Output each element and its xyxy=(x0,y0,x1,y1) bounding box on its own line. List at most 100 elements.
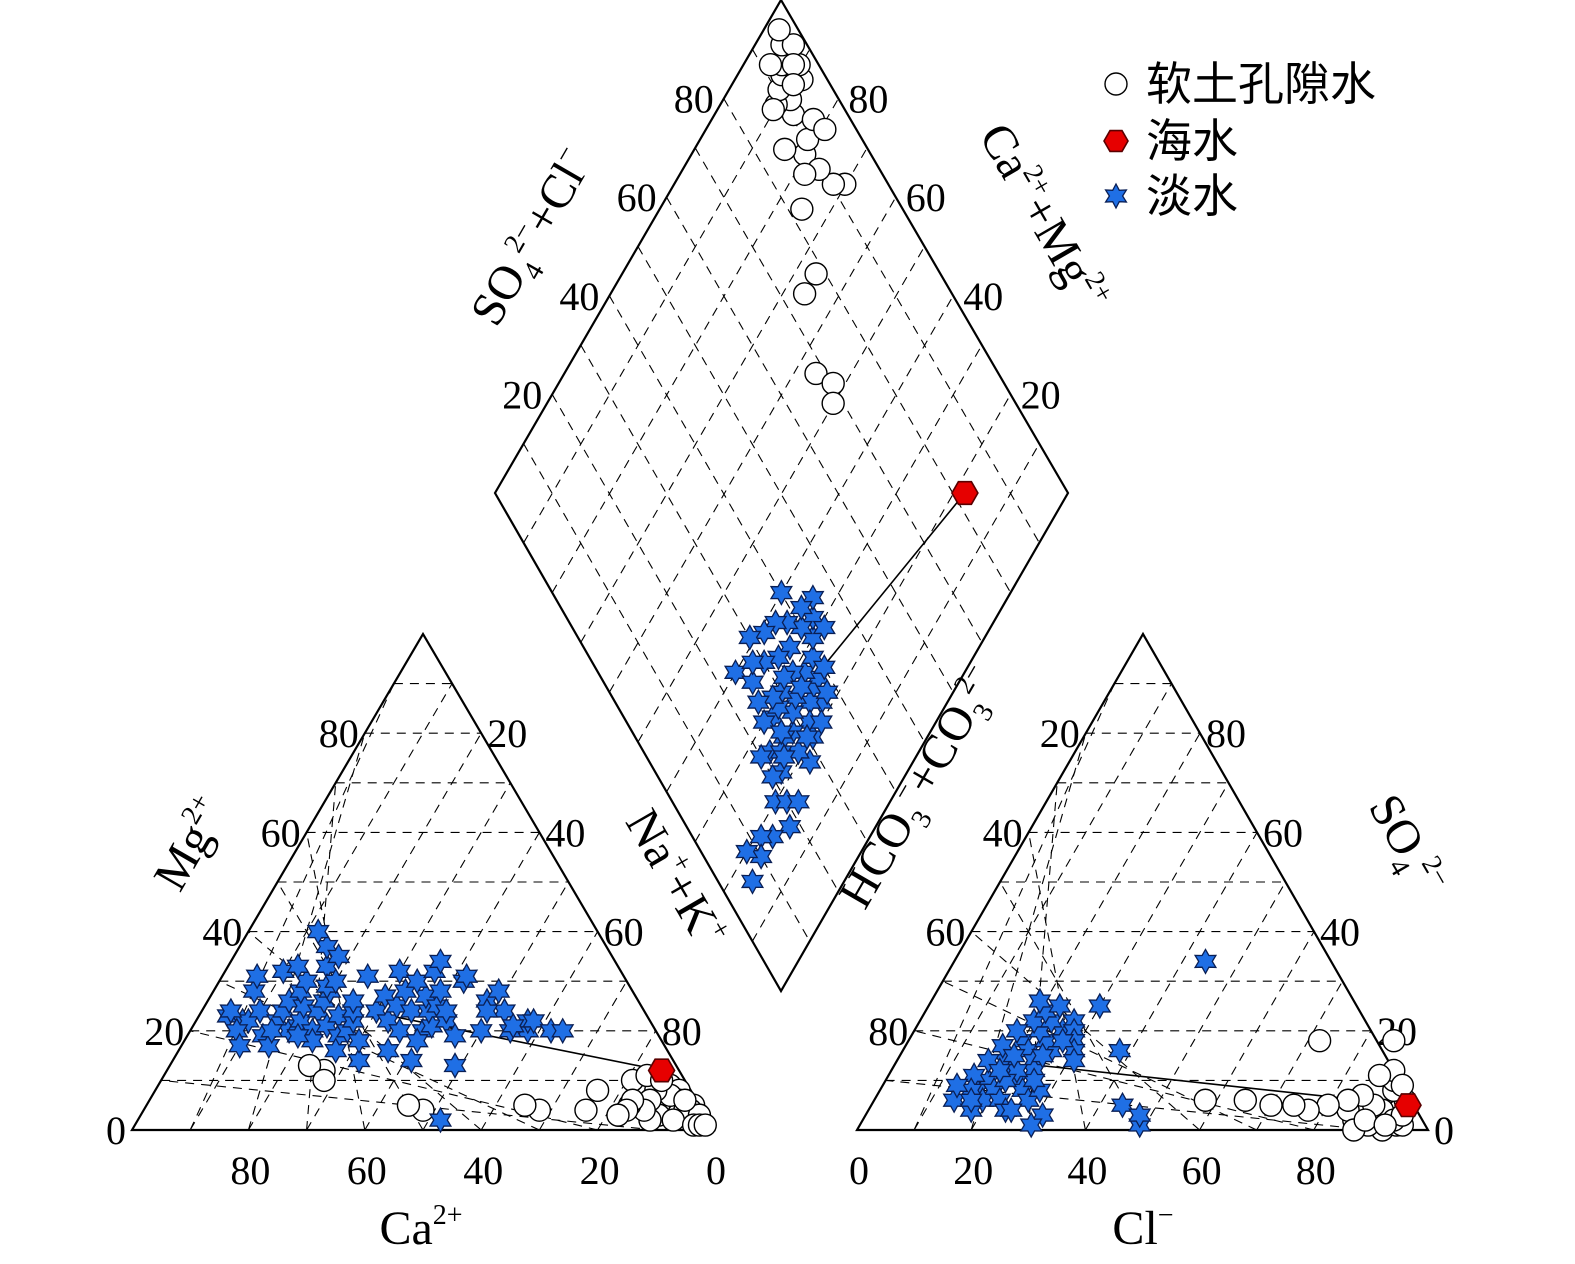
diamond-fresh-point xyxy=(761,683,785,711)
legend-label-fresh: 淡水 xyxy=(1146,169,1238,223)
diamond-fresh-point xyxy=(772,663,796,691)
cation-grid-line xyxy=(480,931,599,1131)
diamond-soft-point xyxy=(781,72,806,97)
cation-soft-point xyxy=(312,1068,336,1093)
anion-fresh-point xyxy=(1193,948,1218,975)
diamond-right-tick: 80 xyxy=(848,77,888,122)
diamond-soft-point xyxy=(790,197,814,221)
cation-fresh-point xyxy=(551,1017,575,1045)
diamond-fresh-point xyxy=(795,723,819,751)
anion-right-tick: 60 xyxy=(1263,810,1303,855)
diamond-soft-point xyxy=(761,97,785,122)
anion-grid-line xyxy=(914,1030,1314,1131)
diamond-fresh-point xyxy=(812,614,836,641)
cation-bottom-tick: 0 xyxy=(706,1148,726,1193)
diamond-soft-point xyxy=(773,137,797,162)
cation-bottom-tick: 20 xyxy=(580,1148,620,1193)
anion-fresh-point xyxy=(976,1047,1000,1074)
cation-fresh-point xyxy=(399,1047,423,1074)
diamond-left-tick: 60 xyxy=(617,175,657,220)
diamond-frame xyxy=(493,0,1070,994)
legend-label-sea: 海水 xyxy=(1146,114,1238,168)
cation-fresh-point xyxy=(245,962,269,990)
cation-soft-point xyxy=(396,1093,421,1117)
diamond-soft-point xyxy=(793,162,817,186)
anion-bottom-tick: 0 xyxy=(849,1148,869,1193)
anion-grid-line xyxy=(1256,980,1343,1131)
data-points xyxy=(216,18,1422,1142)
cation-right-tick: 20 xyxy=(487,711,527,756)
diamond-soft-point xyxy=(781,53,806,77)
anion-fresh-point xyxy=(991,1032,1015,1060)
cation-fresh-point xyxy=(522,1007,546,1035)
anion-right-tick: 40 xyxy=(1320,910,1360,955)
diamond-fresh-point xyxy=(812,653,836,681)
diamond-right-tick: 40 xyxy=(963,274,1003,319)
cation-fresh-point xyxy=(388,1017,412,1045)
cation-sea-point xyxy=(647,1058,676,1083)
anion-grid-line xyxy=(1199,931,1315,1131)
diamond-fresh-point xyxy=(809,708,833,736)
cation-grid-line xyxy=(306,782,337,1131)
anion-soft-point xyxy=(1233,1088,1258,1112)
cation-fresh-point xyxy=(434,997,458,1025)
cation-grid-line xyxy=(248,931,482,1131)
diamond-fresh-point xyxy=(741,648,765,676)
diamond-fresh-point xyxy=(778,634,802,661)
anion-fresh-point xyxy=(1002,1042,1026,1069)
cation-grid-line xyxy=(247,733,366,1131)
cation-soft-point xyxy=(297,1053,322,1078)
cation-soft-point xyxy=(606,1103,630,1127)
anion-fresh-point xyxy=(1048,992,1072,1020)
cation-grid-line xyxy=(306,782,511,1131)
cation-left-tick: 0 xyxy=(106,1108,126,1153)
anion-sea-point xyxy=(1394,1093,1422,1118)
cation-fresh-point xyxy=(327,943,351,970)
anion-soft-point xyxy=(1367,1063,1392,1088)
anion-fresh-point xyxy=(999,1096,1023,1124)
cation-soft-point xyxy=(661,1108,685,1132)
cation-fresh-point xyxy=(324,967,348,995)
diamond-fresh-point xyxy=(815,678,839,706)
diamond-right-tick: 20 xyxy=(1021,372,1061,417)
diamond-fresh-point xyxy=(723,658,748,686)
diamond-fresh-point xyxy=(769,579,793,606)
cation-fresh-point xyxy=(286,952,310,980)
anion-fresh-point xyxy=(1108,1037,1132,1064)
anion-right-axis-label: SO42− xyxy=(1351,785,1456,907)
diamond-fresh-point xyxy=(801,643,825,671)
cation-fresh-point xyxy=(242,977,266,1005)
diamond-fresh-point xyxy=(786,788,810,816)
cation-fresh-point xyxy=(475,997,499,1025)
cation-soft-point xyxy=(574,1098,598,1122)
diamond-fresh-point xyxy=(801,584,825,611)
diamond-soft-point xyxy=(804,361,828,386)
cation-fresh-point xyxy=(443,1022,467,1050)
diamond-left-tick: 80 xyxy=(674,77,714,122)
anion-fresh-point xyxy=(1062,1047,1086,1074)
anion-soft-point xyxy=(1373,1113,1397,1137)
cation-fresh-point xyxy=(455,962,479,990)
legend: 软土孔隙水 海水 淡水 xyxy=(1103,57,1376,223)
cation-fresh-point xyxy=(428,977,453,1005)
cation-fresh-point xyxy=(228,1032,252,1060)
cation-bottom-axis-label: Ca2+ xyxy=(379,1200,462,1255)
diamond-soft-point xyxy=(792,282,817,306)
cation-fresh-point xyxy=(286,1022,310,1050)
diamond-soft-point xyxy=(767,18,791,42)
anion-bottom-axis-label: Cl− xyxy=(1112,1200,1173,1255)
diamond-fresh-point xyxy=(789,594,813,621)
anion-grid-line xyxy=(1028,832,1086,1131)
anion-soft-point xyxy=(1259,1093,1283,1117)
diamond-left-tick: 40 xyxy=(559,274,599,319)
diamond-sea-point xyxy=(950,480,979,506)
cation-triangle-frame xyxy=(130,631,716,1132)
diamond-fresh-point xyxy=(789,673,813,701)
anion-grid-line xyxy=(971,931,1200,1131)
diamond-fresh-point xyxy=(740,868,765,895)
anion-right-tick: 0 xyxy=(1434,1108,1454,1153)
cation-fresh-point xyxy=(443,1052,467,1079)
anion-bottom-tick: 60 xyxy=(1182,1148,1222,1193)
diamond-fresh-point xyxy=(749,743,773,771)
